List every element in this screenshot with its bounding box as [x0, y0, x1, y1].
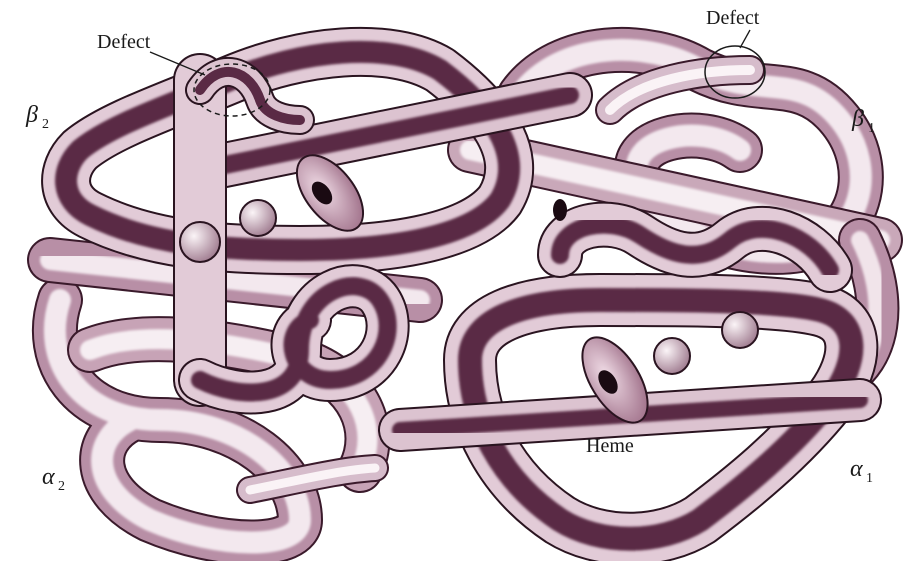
- heme-group-upper-right: [553, 199, 567, 221]
- heme-label: Heme: [586, 435, 634, 457]
- subscript-2: 2: [58, 479, 65, 494]
- alpha-symbol: α: [42, 464, 55, 490]
- alpha-symbol: α: [850, 456, 863, 482]
- beta-symbol: β: [25, 102, 38, 128]
- defect-label-right: Defect: [706, 7, 760, 29]
- subscript-1: 1: [868, 121, 875, 136]
- defect-label-left: Defect: [97, 31, 151, 53]
- subscript-2: 2: [42, 117, 49, 132]
- beta-symbol: β: [851, 106, 864, 132]
- subscript-1: 1: [866, 471, 873, 486]
